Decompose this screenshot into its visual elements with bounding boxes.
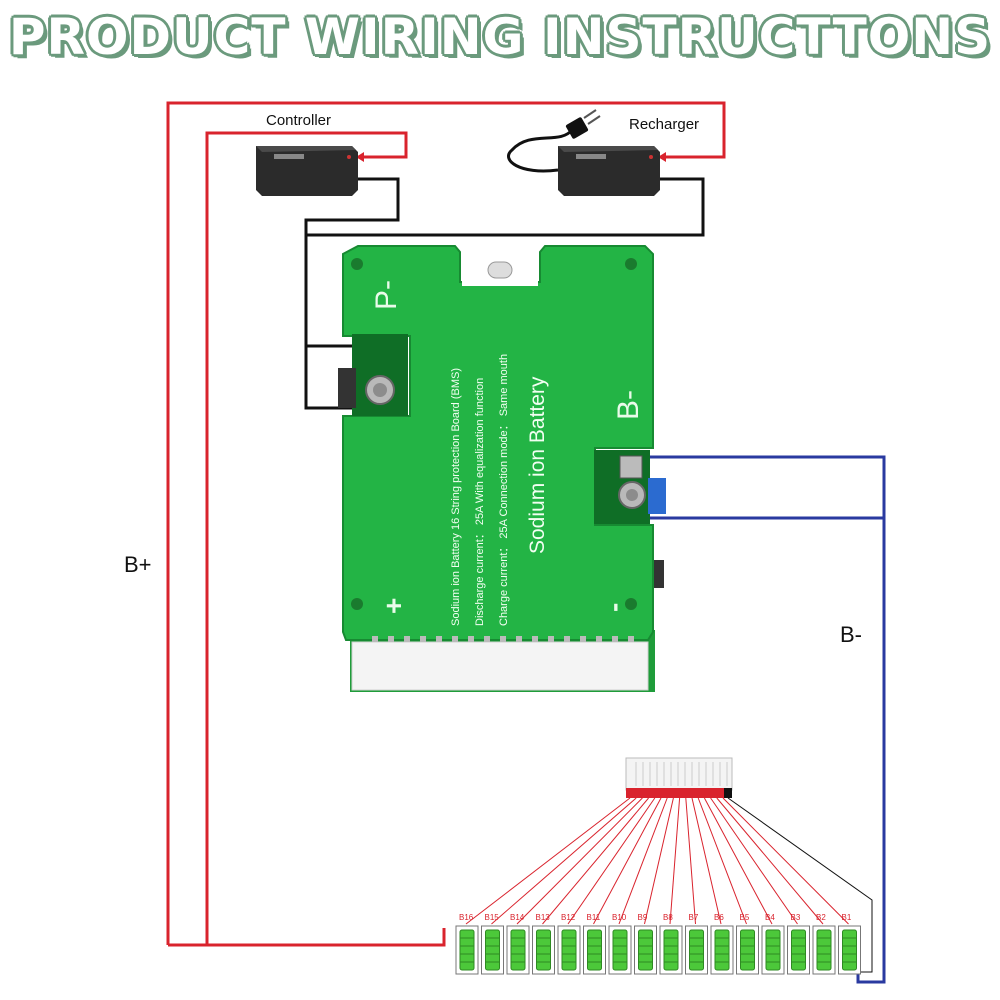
balance-wire — [516, 797, 643, 925]
recharger-arrow-icon — [658, 152, 666, 162]
battery-cell: B3 — [787, 913, 810, 975]
battery-cell: B13 — [532, 913, 555, 975]
controller-arrow-icon — [356, 152, 364, 162]
controller-negative-wire — [304, 177, 400, 410]
cell-label: B5 — [740, 913, 750, 922]
battery-cell: B7 — [685, 913, 708, 975]
board-spec-text: Sodium ion Battery 16 String protection … — [444, 286, 516, 626]
board-minus-text: - — [598, 602, 629, 612]
controller-label: Controller — [266, 112, 332, 129]
screw-hole — [625, 258, 637, 270]
battery-cell: B2 — [812, 913, 836, 975]
board-b-minus-text: B- — [612, 390, 645, 420]
blue-wire-clip — [648, 478, 666, 514]
b-minus-wire — [650, 455, 886, 984]
controller-box — [256, 146, 358, 196]
board-spec-line-2: Discharge current： 25A With equalization… — [474, 377, 486, 626]
cell-label: B16 — [459, 913, 474, 922]
balance-wire — [703, 797, 773, 925]
board-plus-text: + — [378, 597, 409, 614]
cell-label: B15 — [485, 913, 500, 922]
balance-wire — [685, 797, 696, 925]
cell-label: B14 — [510, 913, 525, 922]
battery-cell: B6 — [710, 913, 734, 975]
cell-label: B2 — [816, 913, 826, 922]
battery-cell: B5 — [736, 913, 759, 975]
battery-cell: B4 — [761, 913, 785, 975]
screw-hole — [625, 598, 637, 610]
board-spec-line-1: Sodium ion Battery 16 String protection … — [450, 367, 462, 626]
cell-label: B3 — [791, 913, 801, 922]
balance-wire — [691, 797, 722, 925]
battery-cell: B11 — [583, 913, 606, 975]
battery-cell: B12 — [557, 913, 581, 975]
b-plus-main-wire — [168, 928, 446, 947]
balance-wire — [710, 797, 798, 925]
cell-label: B9 — [638, 913, 648, 922]
controller-positive-wire — [205, 131, 408, 945]
screw-hole — [351, 258, 363, 270]
balance-wire — [618, 797, 668, 925]
battery-cell: B1 — [838, 913, 861, 975]
cell-label: B10 — [612, 913, 627, 922]
battery-cell: B8 — [659, 913, 683, 975]
balance-wire — [716, 797, 824, 925]
balance-wire — [669, 797, 681, 925]
battery-cell: B9 — [634, 913, 657, 975]
red-wires — [166, 101, 726, 947]
balance-wire — [491, 797, 637, 925]
cell-label: B6 — [714, 913, 724, 922]
bms-board — [338, 245, 666, 692]
balance-wire — [722, 797, 849, 925]
cell-label: B7 — [689, 913, 699, 922]
recharger-positive-wire — [166, 101, 726, 945]
balance-wire — [542, 797, 649, 925]
recharger-box — [558, 146, 660, 196]
cell-label: B4 — [765, 913, 775, 922]
board-pin-header — [351, 641, 649, 691]
blue-wires — [650, 455, 886, 984]
battery-cells: B16 B15 B14 B13 B12 B11 B10 B9 B8 B7 B6 B5 B4 B3 B2 B1 — [455, 913, 861, 975]
cell-label: B1 — [842, 913, 852, 922]
balance-connector — [625, 757, 733, 798]
recharger-label: Recharger — [629, 116, 700, 133]
board-p-minus-text: P- — [370, 280, 403, 310]
board-big-text: Sodium ion Battery — [526, 376, 549, 554]
battery-cell: B15 — [481, 913, 504, 975]
board-spec-line-3: Charge current： 25A Connection mode： Sam… — [498, 353, 510, 626]
battery-cell: B16 — [455, 913, 479, 975]
b-minus-label: B- — [840, 622, 862, 647]
balance-wire — [697, 797, 747, 925]
battery-cell: B10 — [608, 913, 632, 975]
balance-wire — [644, 797, 674, 925]
balance-wires — [465, 797, 873, 973]
plug-icon — [507, 109, 601, 173]
screw-hole — [351, 598, 363, 610]
balance-wire — [567, 797, 656, 925]
cell-label: B11 — [587, 913, 601, 922]
balance-wire — [465, 797, 631, 925]
cell-label: B13 — [536, 913, 551, 922]
balance-wire — [593, 797, 662, 925]
balance-wire-negative — [727, 797, 873, 973]
b-plus-label: B+ — [124, 552, 152, 577]
recharger-negative-wire — [306, 177, 705, 237]
cell-label: B12 — [561, 913, 576, 922]
page-title: PRODUCT WIRING INSTRUCTTONS — [8, 8, 992, 66]
battery-cell: B14 — [506, 913, 530, 975]
cell-label: B8 — [663, 913, 673, 922]
black-wires — [304, 177, 705, 410]
